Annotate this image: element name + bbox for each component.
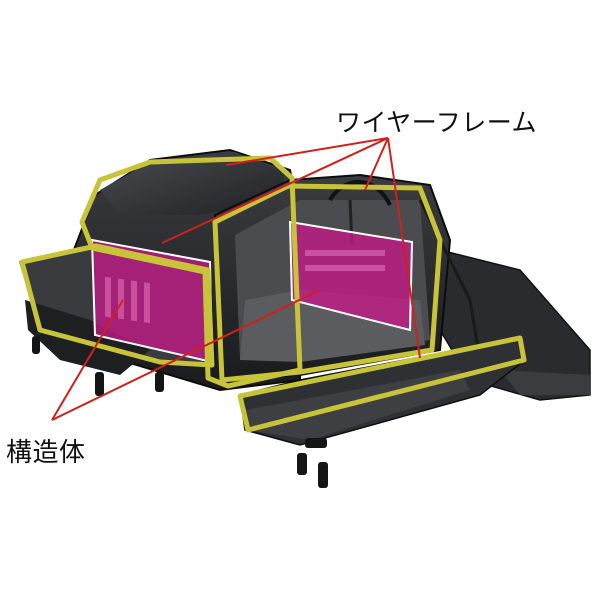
wire-frame-right (212, 183, 443, 383)
callout-lines (51, 137, 421, 421)
left-side-pocket (25, 300, 150, 375)
top-handle (328, 179, 392, 206)
callout-wire-1 (225, 137, 389, 166)
wire-frame-bottom (237, 335, 527, 433)
callout-wire-2 (161, 137, 389, 244)
wire-frame-label: ワイヤーフレーム (336, 108, 538, 137)
callout-struct-2 (51, 289, 321, 421)
rear-flap-edge (500, 370, 590, 395)
wire-frame-left-side (19, 243, 215, 368)
structure-label: 構造体 (6, 438, 86, 468)
callout-struct-1 (51, 299, 124, 421)
zipper-pulls (32, 336, 328, 488)
callout-wire-4 (387, 137, 421, 359)
wire-frames (19, 155, 527, 433)
structure-panel-right (288, 220, 414, 332)
callout-wire-3 (364, 137, 389, 191)
left-bag-lid (100, 152, 285, 215)
panel-pattern (105, 250, 385, 324)
structure-panels (90, 220, 414, 364)
